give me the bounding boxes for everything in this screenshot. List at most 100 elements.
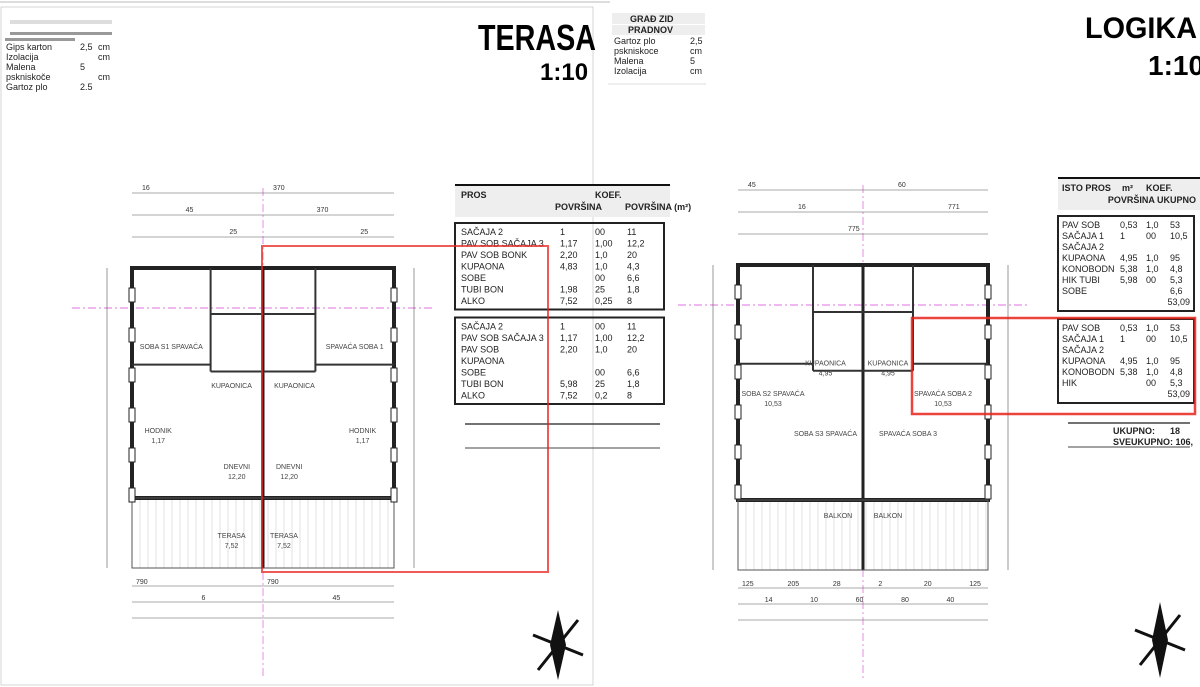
- table-cell: 8: [627, 296, 632, 306]
- group-total: 53,09: [1167, 389, 1190, 399]
- group-total: 53,09: [1167, 297, 1190, 307]
- table-cell: 6,6: [627, 368, 640, 378]
- table-cell: 1,0: [1146, 323, 1159, 333]
- legend-value: 5: [690, 56, 695, 66]
- table-cell: 4,95: [1120, 253, 1138, 263]
- table-cell: 2,20: [560, 345, 578, 355]
- table-cell: 1,8: [627, 379, 640, 389]
- table-cell: 0,53: [1120, 323, 1138, 333]
- table-cell: 4,3: [627, 262, 640, 272]
- dimension-label: 28: [833, 581, 841, 588]
- window: [984, 324, 992, 340]
- table-cell: 1: [560, 322, 565, 332]
- dimension-label: 771: [948, 204, 960, 211]
- table-cell: ALKO: [461, 296, 485, 306]
- table-header: KOEF.: [595, 190, 622, 200]
- table-cell: 1,0: [1146, 264, 1159, 274]
- table-cell: PAV SOB SAČAJA 3: [461, 333, 544, 343]
- table-group: [454, 316, 665, 405]
- table-cell: 1: [1120, 231, 1125, 241]
- dimension-label: 45: [186, 207, 194, 214]
- room-label: TERASA: [218, 533, 246, 540]
- room-area: 10,53: [764, 401, 782, 408]
- table-cell: 1,98: [560, 285, 578, 295]
- dimension-label: 80: [901, 597, 909, 604]
- table-cell: ALKO: [461, 391, 485, 401]
- window: [128, 487, 136, 503]
- room-label: SPAVAĆA SOBA 3: [879, 429, 937, 438]
- window: [390, 407, 398, 423]
- table-cell: 20: [627, 250, 637, 260]
- dimension-label: 370: [317, 207, 329, 214]
- table-cell: PAV SOB: [1062, 220, 1100, 230]
- table-cell: SAČAJA 1: [1062, 334, 1104, 344]
- window: [390, 487, 398, 503]
- total-value: 18: [1170, 426, 1180, 436]
- legend-label: Izolacija: [614, 66, 647, 76]
- table-cell: 00: [595, 322, 605, 332]
- legend-label: pskniskoče: [6, 72, 51, 82]
- floor-plan-plan-right: 451677560771125142051028602802040125SOBA…: [678, 182, 1028, 680]
- table-cell: 1,0: [1146, 367, 1159, 377]
- dimension-label: 16: [798, 204, 806, 211]
- table-header-bg: [455, 185, 670, 217]
- dimension-label: 60: [898, 182, 906, 189]
- sheet-border: [0, 6, 594, 686]
- legend-unit: cm: [98, 52, 110, 62]
- legend-value: 5: [80, 62, 85, 72]
- table-cell: 00: [1146, 231, 1156, 241]
- table-row: SAČAJA 2: [1062, 345, 1104, 355]
- table-cell: 8: [627, 391, 632, 401]
- window: [734, 444, 742, 460]
- table-cell: SAČAJA 2: [461, 227, 503, 237]
- window: [734, 404, 742, 420]
- dimension-label: 45: [333, 595, 341, 602]
- table-cell: 1,00: [595, 239, 613, 249]
- room-label: HODNIK: [145, 428, 173, 435]
- room-area: 4,95: [819, 371, 833, 378]
- table-header: ISTO PROS: [1062, 183, 1111, 193]
- north-arrow-icon: [1134, 602, 1186, 678]
- title-right: LOGIKA: [1085, 12, 1197, 45]
- table-group: [1057, 215, 1195, 312]
- legend-unit: cm: [98, 42, 110, 52]
- table-cell: 4,8: [1170, 264, 1183, 274]
- table-cell: 1,17: [560, 333, 578, 343]
- total-label: UKUPNO:: [1113, 426, 1155, 436]
- legend-top-mid: GRAĐ ZID PRADNOV Gartoz plo 2,5 psknisko…: [605, 8, 709, 86]
- legend-label: Izolacija: [6, 52, 39, 62]
- room-label: SOBA S1 SPAVAĆA: [140, 342, 203, 351]
- dimension-label: 125: [742, 581, 754, 588]
- scale-left: 1:10: [540, 59, 588, 86]
- terrace-outline: [737, 499, 989, 571]
- table-cell: 00: [595, 227, 605, 237]
- table-cell: TUBI BON: [461, 379, 504, 389]
- window: [734, 364, 742, 380]
- window: [984, 404, 992, 420]
- table-cell: 53: [1170, 220, 1180, 230]
- table-cell: 95: [1170, 253, 1180, 263]
- table-cell: 5,3: [1170, 378, 1183, 388]
- table-cell: 20: [627, 345, 637, 355]
- table-cell: KUPAONA: [1062, 253, 1105, 263]
- table-cell: 12,2: [627, 333, 645, 343]
- legend-unit: cm: [98, 72, 110, 82]
- table-cell: 1,8: [627, 285, 640, 295]
- table-cell: 1,0: [595, 250, 608, 260]
- room-label: KUPAONICA: [274, 383, 315, 390]
- window: [984, 284, 992, 300]
- table-header: POVRŠINA (m²): [625, 201, 691, 212]
- table-cell: SOBE: [1062, 286, 1087, 296]
- legend-heading: GRAĐ ZID: [630, 14, 674, 24]
